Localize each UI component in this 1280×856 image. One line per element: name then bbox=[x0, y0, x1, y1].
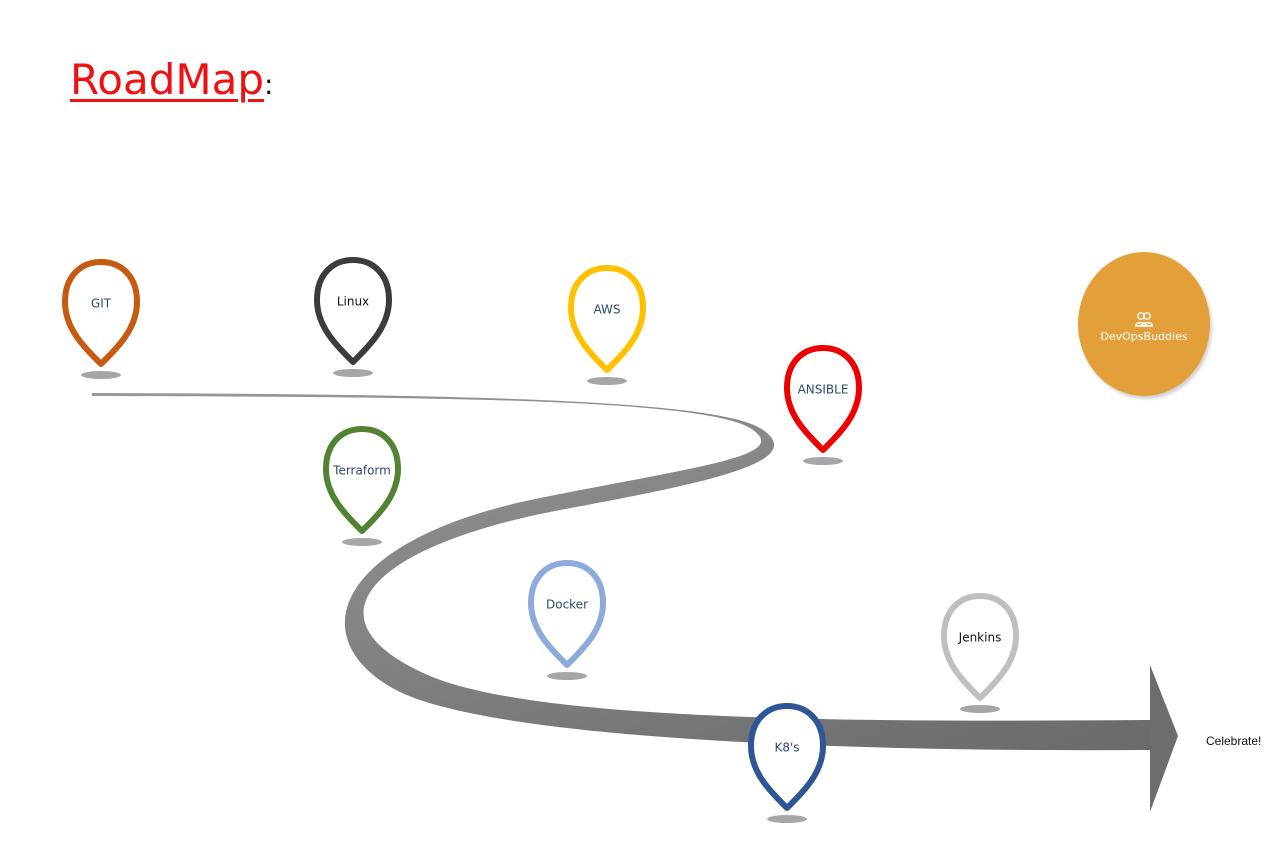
pin-marker bbox=[941, 593, 1019, 701]
pin-label: Jenkins bbox=[958, 631, 1002, 645]
pin-shadow bbox=[803, 457, 843, 465]
pin-marker bbox=[568, 265, 646, 373]
pin-shadow bbox=[960, 705, 1000, 713]
pin-shadow bbox=[333, 369, 373, 377]
pin-shadow bbox=[767, 815, 807, 823]
badge-name: DevOpsBuddies bbox=[1100, 330, 1188, 343]
title-text: RoadMap bbox=[70, 55, 265, 104]
milestone-pin: GIT bbox=[62, 259, 140, 379]
pin-marker bbox=[784, 345, 862, 453]
pin-label: ANSIBLE bbox=[798, 383, 849, 397]
milestone-pin: AWS bbox=[568, 265, 646, 385]
pin-shadow bbox=[81, 371, 121, 379]
pin-label: Linux bbox=[337, 295, 369, 309]
pin-label: GIT bbox=[91, 297, 112, 311]
pin-marker bbox=[323, 426, 401, 534]
pin-label: Docker bbox=[546, 598, 588, 612]
milestone-pin: K8's bbox=[748, 703, 826, 823]
people-icon bbox=[1134, 312, 1154, 327]
pin-marker bbox=[62, 259, 140, 367]
pin-shadow bbox=[342, 538, 382, 546]
pin-label: Terraform bbox=[332, 464, 391, 478]
pin-label: AWS bbox=[593, 303, 620, 317]
devopsbuddies-badge: DevOpsBuddies bbox=[1078, 252, 1210, 396]
pin-shadow bbox=[587, 377, 627, 385]
milestone-pin: Docker bbox=[528, 560, 606, 680]
pin-marker bbox=[748, 703, 826, 811]
title-colon: : bbox=[264, 68, 274, 101]
pin-marker bbox=[314, 257, 392, 365]
pin-shadow bbox=[547, 672, 587, 680]
page-title: RoadMap: bbox=[70, 52, 273, 113]
finish-label: Celebrate! bbox=[1206, 734, 1262, 748]
milestone-pin: Linux bbox=[314, 257, 392, 377]
road-path bbox=[92, 393, 1150, 751]
pin-marker bbox=[528, 560, 606, 668]
milestone-pin: Jenkins bbox=[941, 593, 1019, 713]
milestone-pin: ANSIBLE bbox=[784, 345, 862, 465]
milestone-pin: Terraform bbox=[323, 426, 401, 546]
road-arrowhead bbox=[1150, 665, 1178, 812]
pin-label: K8's bbox=[774, 741, 799, 755]
